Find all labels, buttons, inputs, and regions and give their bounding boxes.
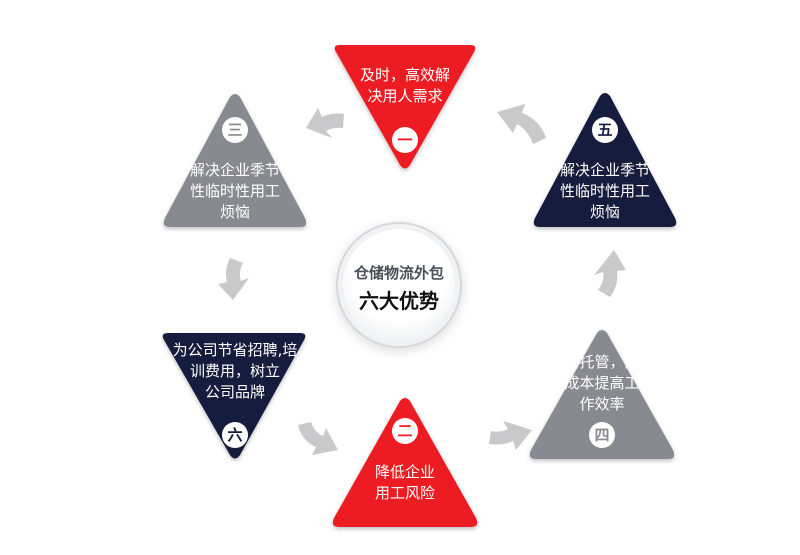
badge-6: 六: [222, 422, 248, 448]
arrow-left-down: [218, 258, 249, 300]
item-text-2: 降低企业 用工风险: [374, 463, 435, 502]
triangle-item-1: [334, 45, 476, 169]
badge-2: 二: [392, 418, 418, 444]
item-text-5: 解决企业季节 性临时性用工 烦恼: [559, 161, 650, 221]
badge-1: 一: [392, 127, 418, 153]
triangle-item-5: [533, 93, 677, 227]
center-circle: 仓储物流外包 六大优势: [343, 229, 455, 341]
arrow-up-right: [497, 104, 546, 144]
center-subtitle: 六大优势: [359, 289, 439, 313]
center-title: 仓储物流外包: [353, 264, 444, 282]
triangle-item-3: [163, 94, 307, 227]
item-text-3: 解决企业季节 性临时性用工 烦恼: [189, 161, 280, 221]
item-text-6: 为公司节省招聘,培 训费用，树立 公司品牌: [172, 341, 298, 401]
triangle-item-4: [529, 330, 675, 459]
item-text-4: 现场托管，降低 成本提高工 作效率: [549, 353, 655, 413]
arrow-bottom-left: [298, 422, 338, 455]
arrow-right-up: [594, 250, 626, 297]
triangle-item-6: [162, 333, 306, 459]
arrow-top-left: [306, 108, 344, 138]
badge-4: 四: [589, 422, 615, 448]
badge-5: 五: [592, 117, 618, 143]
arrow-bottom-right: [489, 421, 532, 450]
badge-3: 三: [222, 117, 248, 143]
triangle-item-2: [332, 398, 478, 527]
item-text-1: 及时，高效解 决用人需求: [359, 66, 450, 105]
